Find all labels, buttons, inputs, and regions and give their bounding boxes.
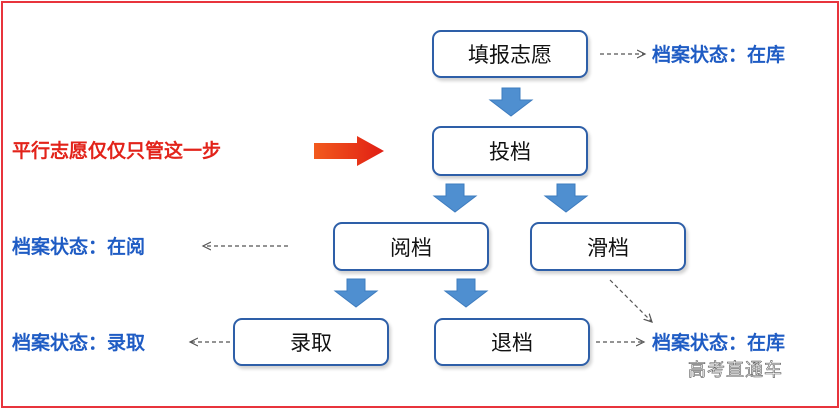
red-pointer-arrow	[314, 136, 384, 166]
flow-arrow-submit-to-slide	[543, 183, 589, 213]
node-slide-file: 滑档	[530, 222, 686, 271]
status-label-admitted: 档案状态：录取	[12, 332, 146, 354]
node-review-file: 阅档	[333, 222, 489, 271]
parallel-volunteer-note: 平行志愿仅仅只管这一步	[12, 140, 222, 162]
node-return-file: 退档	[434, 318, 590, 366]
flow-arrow-fill-to-submit	[488, 87, 534, 117]
status-label-in-library-bottom: 档案状态：在库	[652, 332, 786, 354]
status-label-in-library-top: 档案状态：在库	[652, 44, 786, 66]
node-submit-file: 投档	[432, 126, 588, 176]
flow-arrow-review-to-admit	[333, 278, 379, 308]
status-label-reviewing: 档案状态：在阅	[12, 236, 146, 258]
dashed-arrow-slide-to-status	[609, 279, 652, 322]
watermark: 高考直通车	[688, 360, 783, 382]
flow-arrow-review-to-return	[443, 278, 489, 308]
node-admit: 录取	[233, 318, 389, 366]
flow-arrow-submit-to-review	[432, 183, 478, 213]
node-fill-volunteer: 填报志愿	[432, 30, 588, 78]
